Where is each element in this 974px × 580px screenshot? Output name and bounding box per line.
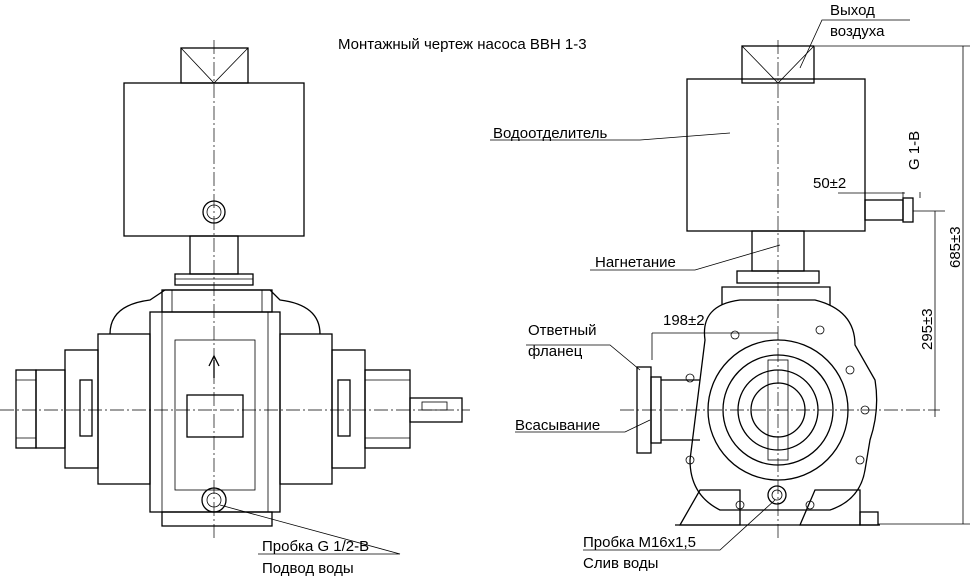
label-mating-flange-2: фланец [528, 343, 583, 360]
label-air-outlet-2: воздуха [830, 23, 885, 40]
label-mating-flange-1: Ответный [528, 322, 597, 339]
label-water-drain: Слив воды [583, 555, 658, 572]
label-plug-left: Пробка G 1/2-B [262, 538, 369, 555]
dim-axis-height: 295±3 [919, 308, 936, 350]
label-separator: Водоотделитель [493, 125, 608, 142]
air-outlet-box-left [180, 47, 249, 84]
leader-lines [219, 19, 910, 555]
separator-tank-right [686, 78, 866, 232]
plug-right [767, 485, 787, 505]
dim-flange: 198±2 [663, 312, 705, 329]
dim-thread: G 1-B [906, 131, 923, 170]
front-view [0, 40, 470, 540]
pump-casing-right [689, 299, 878, 511]
label-air-outlet-1: Выход [830, 2, 875, 19]
dimension-lines [651, 45, 970, 525]
dim-total-height: 685±3 [947, 226, 964, 268]
label-plug-right: Пробка М16х1,5 [583, 534, 696, 551]
side-view [620, 40, 940, 540]
drawing-title: Монтажный чертеж насоса ВВН 1-3 [338, 36, 587, 53]
dim-offset: 50±2 [813, 175, 846, 192]
label-discharge: Нагнетание [595, 254, 676, 271]
label-suction: Всасывание [515, 417, 600, 434]
pump-body-left [149, 311, 281, 513]
label-water-inlet: Подвод воды [262, 560, 354, 577]
